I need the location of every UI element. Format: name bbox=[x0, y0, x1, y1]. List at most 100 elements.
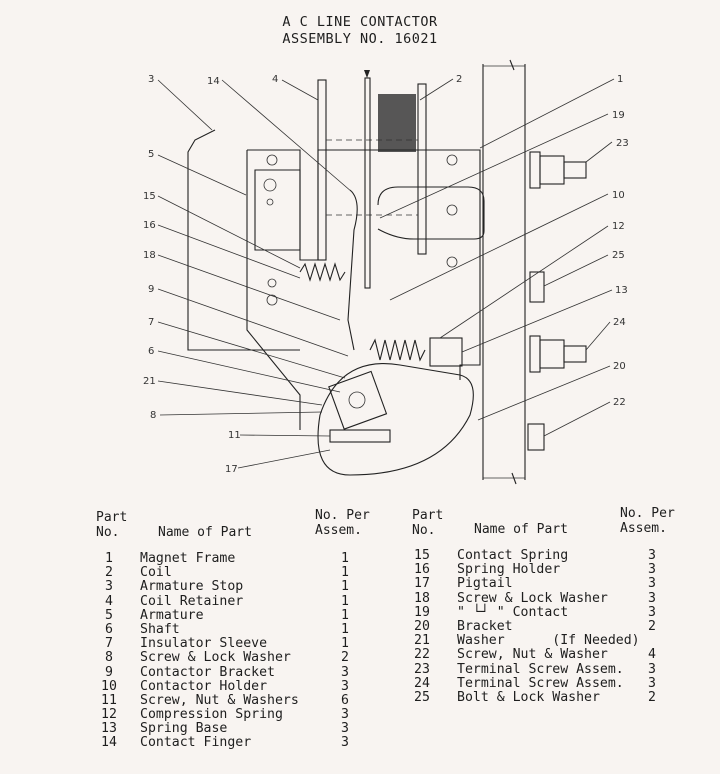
part-number: 25 bbox=[414, 689, 430, 705]
part-number: 6 bbox=[105, 621, 113, 637]
part-name: Armature bbox=[140, 607, 204, 623]
parts-row: 13 Spring Base 3 bbox=[94, 722, 364, 736]
callout-19: 19 bbox=[612, 110, 625, 121]
part-quantity: 1 bbox=[341, 551, 349, 566]
left-header-part: Part No. bbox=[96, 510, 128, 540]
armature-stop bbox=[187, 129, 300, 351]
parts-row: 16 Spring Holder 3 bbox=[407, 562, 662, 578]
part-number: 16 bbox=[414, 562, 430, 578]
callout-11: 11 bbox=[228, 430, 241, 441]
part-name: Terminal Screw Assem. bbox=[457, 661, 624, 677]
parts-row: 1 Magnet Frame 1 bbox=[94, 551, 364, 566]
part-number: 15 bbox=[414, 548, 430, 563]
springs bbox=[299, 262, 463, 367]
part-number: 24 bbox=[414, 675, 430, 691]
part-quantity: 2 bbox=[648, 618, 656, 634]
callout-14: 14 bbox=[207, 76, 220, 87]
right-header-part: Part No. bbox=[412, 508, 444, 538]
parts-row: 15 Contact Spring 3 bbox=[407, 548, 662, 563]
contactor-drawing: 3 14 4 2 1 19 23 5 10 15 16 12 18 25 9 1… bbox=[143, 59, 629, 485]
part-name: Screw, Nut & Washer bbox=[457, 647, 608, 663]
part-quantity: 3 bbox=[648, 661, 656, 677]
callout-22: 22 bbox=[613, 397, 626, 408]
parts-row: 21 Washer (If Needed) bbox=[407, 633, 662, 649]
part-quantity: 1 bbox=[341, 636, 349, 652]
callout-18: 18 bbox=[143, 250, 156, 261]
part-number: 2 bbox=[105, 565, 113, 581]
part-name: Pigtail bbox=[457, 576, 513, 592]
part-number: 8 bbox=[105, 650, 113, 666]
part-name: Spring Holder bbox=[457, 562, 561, 578]
callout-10: 10 bbox=[612, 190, 625, 201]
part-quantity: 1 bbox=[341, 565, 349, 581]
part-quantity: 3 bbox=[648, 548, 656, 563]
part-name: Contactor Bracket bbox=[140, 664, 275, 680]
callout-25: 25 bbox=[612, 250, 625, 261]
part-quantity: 3 bbox=[341, 678, 349, 694]
callout-24: 24 bbox=[613, 317, 626, 328]
part-quantity: 3 bbox=[648, 675, 656, 691]
callout-13: 13 bbox=[615, 285, 628, 296]
part-quantity: 4 bbox=[648, 647, 656, 663]
part-name: Contactor Holder bbox=[140, 678, 268, 694]
diagram-title: A C LINE CONTACTOR ASSEMBLY NO. 16021 bbox=[0, 14, 720, 48]
left-header-name: Name of Part bbox=[158, 525, 252, 540]
part-number: 3 bbox=[105, 579, 113, 595]
part-number: 21 bbox=[414, 633, 430, 649]
part-number: 23 bbox=[414, 661, 430, 677]
magnet-frame bbox=[246, 149, 481, 430]
part-quantity: 1 bbox=[341, 607, 349, 623]
parts-row: 5 Armature 1 bbox=[94, 607, 364, 623]
part-quantity: 3 bbox=[648, 604, 656, 620]
part-number: 13 bbox=[101, 721, 117, 737]
part-number: 4 bbox=[105, 593, 113, 609]
part-name: Armature Stop bbox=[140, 579, 244, 595]
part-quantity: 2 bbox=[648, 689, 656, 705]
callout-12: 12 bbox=[612, 221, 625, 232]
callout-2: 2 bbox=[456, 74, 462, 85]
part-name: Screw, Nut & Washers bbox=[140, 692, 299, 708]
terminal-screws bbox=[527, 151, 587, 451]
part-name: Contact Spring bbox=[457, 548, 569, 563]
title-line-1: A C LINE CONTACTOR bbox=[282, 14, 438, 30]
u-contact bbox=[377, 186, 485, 240]
callout-9: 9 bbox=[148, 284, 154, 295]
part-name: Screw & Lock Washer bbox=[457, 590, 608, 606]
callout-1: 1 bbox=[617, 74, 623, 85]
part-quantity: 3 bbox=[341, 707, 349, 723]
callout-4: 4 bbox=[272, 74, 278, 85]
part-name: Magnet Frame bbox=[140, 551, 236, 566]
part-name: Bracket bbox=[457, 618, 513, 634]
part-number: 11 bbox=[101, 692, 117, 708]
part-name: Screw & Lock Washer bbox=[140, 650, 291, 666]
part-number: 1 bbox=[105, 551, 113, 566]
part-quantity: 3 bbox=[648, 576, 656, 592]
part-name: Insulator Sleeve bbox=[140, 636, 268, 652]
coil-assembly bbox=[317, 70, 427, 289]
part-number: 5 bbox=[105, 607, 113, 623]
part-number: 9 bbox=[105, 664, 113, 680]
part-name: Washer (If Needed) bbox=[457, 633, 640, 649]
title-line-2: ASSEMBLY NO. 16021 bbox=[282, 31, 438, 47]
part-quantity: 3 bbox=[648, 562, 656, 578]
callout-8: 8 bbox=[150, 410, 156, 421]
part-quantity: 3 bbox=[341, 721, 349, 737]
part-name: Compression Spring bbox=[140, 707, 283, 723]
mounting-panel bbox=[482, 59, 526, 485]
part-name: Spring Base bbox=[140, 721, 228, 737]
part-quantity: 1 bbox=[341, 621, 349, 637]
